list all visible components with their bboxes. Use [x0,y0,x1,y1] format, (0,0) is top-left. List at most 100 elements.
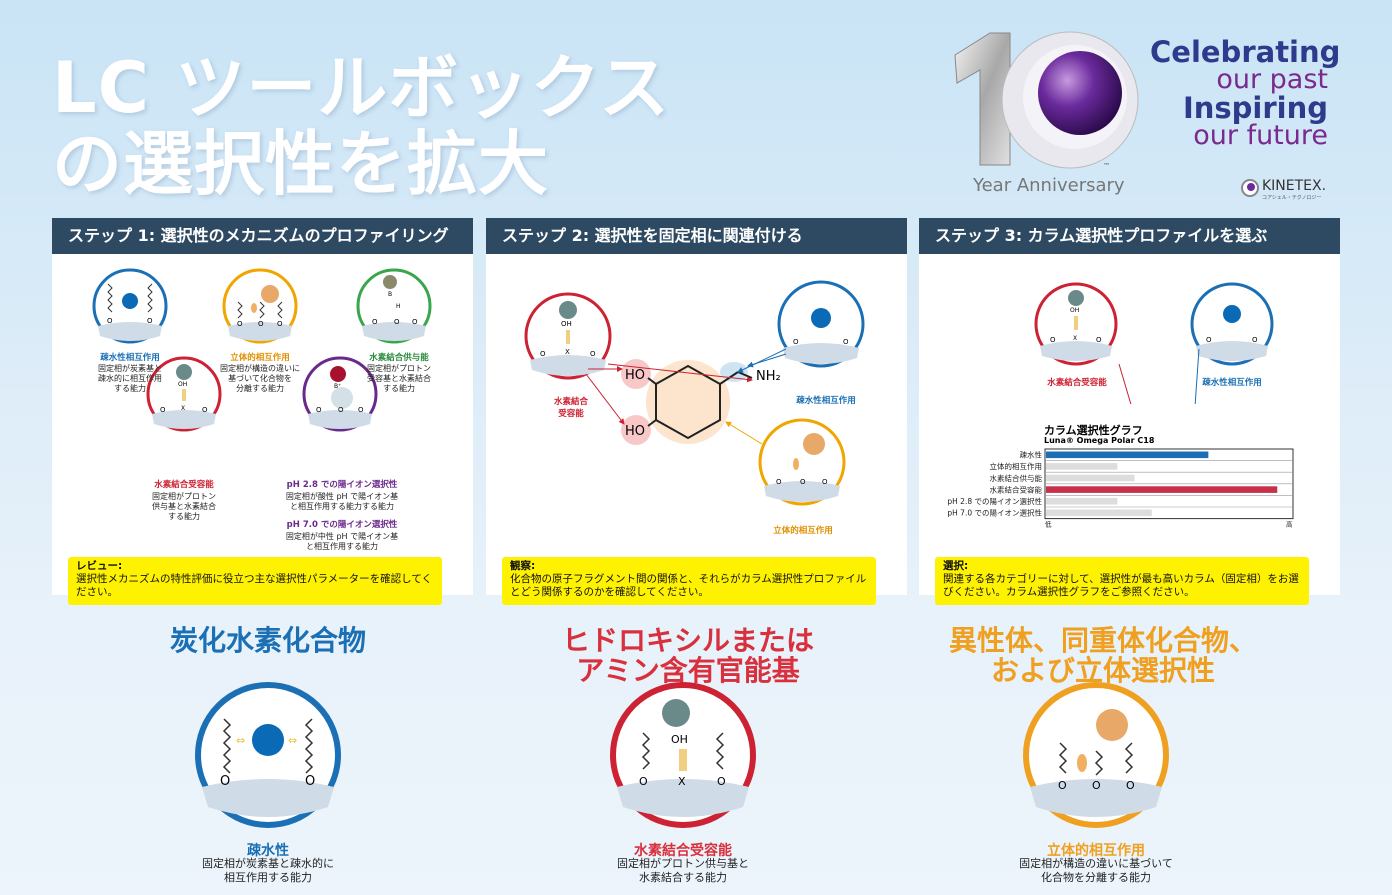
svg-text:H: H [396,303,401,310]
svg-text:OH: OH [671,733,688,746]
bottom-desc-hba: 固定相がプロトン供与基と水素結合する能力 [617,857,749,884]
step2-label-steric: 立体的相互作用 [773,526,833,536]
svg-text:⇔: ⇔ [288,734,297,747]
svg-text:O: O [316,406,322,414]
step3-select-note: 選択: 関連する各カテゴリーに対して、選択性が最も高いカラム（固定相）をお選びく… [935,557,1309,605]
step1-label-hydrophobic: 疎水性相互作用 [100,353,160,363]
mol-nh2: NH₂ [756,369,781,384]
svg-text:O: O [590,350,596,358]
svg-text:O: O [277,320,283,328]
step1-label-hbond-acceptor: 水素結合受容能 [154,480,214,490]
kinetex-name: KINETEX. [1262,178,1327,194]
bottom-heading-isomers: 異性体、同重体化合物、および立体選択性 [948,624,1257,687]
chart-category-label: 立体的相互作用 [990,461,1043,471]
step3-hba-icon: OH X O O [1034,282,1118,366]
anniversary-10-graphic: ™ [954,31,1139,170]
bottom-heading-hydrocarbon: 炭化水素化合物 [169,624,366,657]
step2-note-title: 観察: [510,560,536,572]
step3-panel: ステップ 3: カラム選択性プロファイルを選ぶ OH X O O O O 水素結合受… [919,218,1340,605]
trademark-text: ™ [1103,162,1110,170]
svg-text:OH: OH [561,320,572,328]
step2-note-text: 化合物の原子フラグメント間の関係と、それらがカラム選択性プロファイルとどう関係す… [510,573,867,598]
step1-note-title: レビュー: [76,560,123,572]
chart-axis-low: 低 [1045,520,1052,529]
svg-text:O: O [1092,779,1101,792]
mol-ho-2: HO [625,424,645,439]
chart-bar [1046,451,1209,459]
step3-header: ステップ 3: カラム選択性プロファイルを選ぶ [919,218,1340,254]
chart-axis-high: 高 [1286,520,1293,529]
title-line-1: LC ツールボックス [52,47,671,129]
step3-label-hydrophobic: 疎水性相互作用 [1202,378,1262,388]
svg-text:O: O [202,406,208,414]
chart-bar [1046,474,1135,482]
svg-text:O: O [793,338,799,346]
step3-note-title: 選択: [943,560,969,572]
step2-observe-note: 観察: 化合物の原子フラグメント間の関係と、それらがカラム選択性プロファイルとど… [502,557,876,605]
step1-desc-steric: 固定相が構造の違いに基づいて化合物を分離する能力 [220,364,300,393]
svg-text:O: O [338,406,344,414]
slogan-line-3: Inspiring [1182,91,1328,125]
step1-label-hbond-donor: 水素結合供与能 [369,353,429,363]
bottom-desc-steric: 固定相が構造の違いに基づいて化合物を分離する能力 [1019,857,1173,884]
chart-bar [1046,509,1152,517]
step1-desc-ph70: 固定相が中性 pH で陽イオン基と相互作用する能力 [285,532,399,551]
page-title: LC ツールボックス の選択性を拡大 [52,50,670,202]
step1-desc-hydrophobic: 固定相が炭素基と疎水的に相互作用する能力 [98,364,162,393]
svg-text:OH: OH [178,381,187,388]
svg-text:O: O [358,406,364,414]
svg-text:O: O [717,775,726,788]
svg-text:O: O [1206,336,1212,344]
svg-text:OH: OH [1070,307,1079,314]
graph-subtitle: Luna® Omega Polar C18 [1044,436,1155,445]
chart-category-label: 疎水性 [1020,450,1043,460]
svg-text:X: X [1073,335,1077,342]
anniversary-caption: Year Anniversary [973,175,1125,196]
step1-review-note: レビュー: 選択性メカニズムの特性評価に役立つ主な選択性パラメーターを確認してく… [68,557,442,605]
kinetex-sub: コアシェル・テクノロジー [1262,195,1322,201]
svg-text:O: O [147,317,153,325]
svg-text:O: O [776,478,782,486]
svg-text:O: O [843,338,849,346]
svg-text:O: O [305,774,315,789]
svg-text:X: X [181,405,185,412]
step2-label-hba: 水素結合受容能 [553,397,588,419]
step1-desc-hbond-donor: 固定相がプロトン受容基と水素結合する能力 [367,364,431,393]
slogan-line-2: our past [1216,64,1328,95]
step3-note-text: 関連する各カテゴリーに対して、選択性が最も高いカラム（固定相）をお選びください。… [943,573,1299,598]
step3-label-hba: 水素結合受容能 [1047,378,1107,388]
svg-text:O: O [107,317,113,325]
svg-text:O: O [822,478,828,486]
svg-text:O: O [1096,336,1102,344]
chart-category-label: 水素結合供与能 [990,473,1043,483]
svg-text:O: O [639,775,648,788]
svg-text:X: X [678,775,686,788]
chart-category-label: pH 2.8 での陽イオン選択性 [947,496,1042,506]
step1-desc-ph28: 固定相が酸性 pH で陽イオン基と相互作用する能力する能力 [285,492,399,511]
title-line-2: の選択性を拡大 [52,123,549,205]
svg-text:O: O [1050,336,1056,344]
svg-text:O: O [237,320,243,328]
svg-text:O: O [394,318,400,326]
slogan: Celebrating our past Inspiring our futur… [1150,38,1340,150]
step1-label-steric: 立体的相互作用 [230,353,290,363]
step1-note-text: 選択性メカニズムの特性評価に役立つ主な選択性パラメーターを確認してください。 [76,573,433,598]
step1-desc-hbond-acceptor: 固定相がプロトン供与基と水素結合する能力 [152,492,216,521]
svg-text:⇔: ⇔ [236,734,245,747]
step1-label-ph28: pH 2.8 での陽イオン選択性 [286,480,398,490]
svg-text:O: O [1252,336,1258,344]
step1-header: ステップ 1: 選択性のメカニズムのプロファイリング [52,218,473,254]
